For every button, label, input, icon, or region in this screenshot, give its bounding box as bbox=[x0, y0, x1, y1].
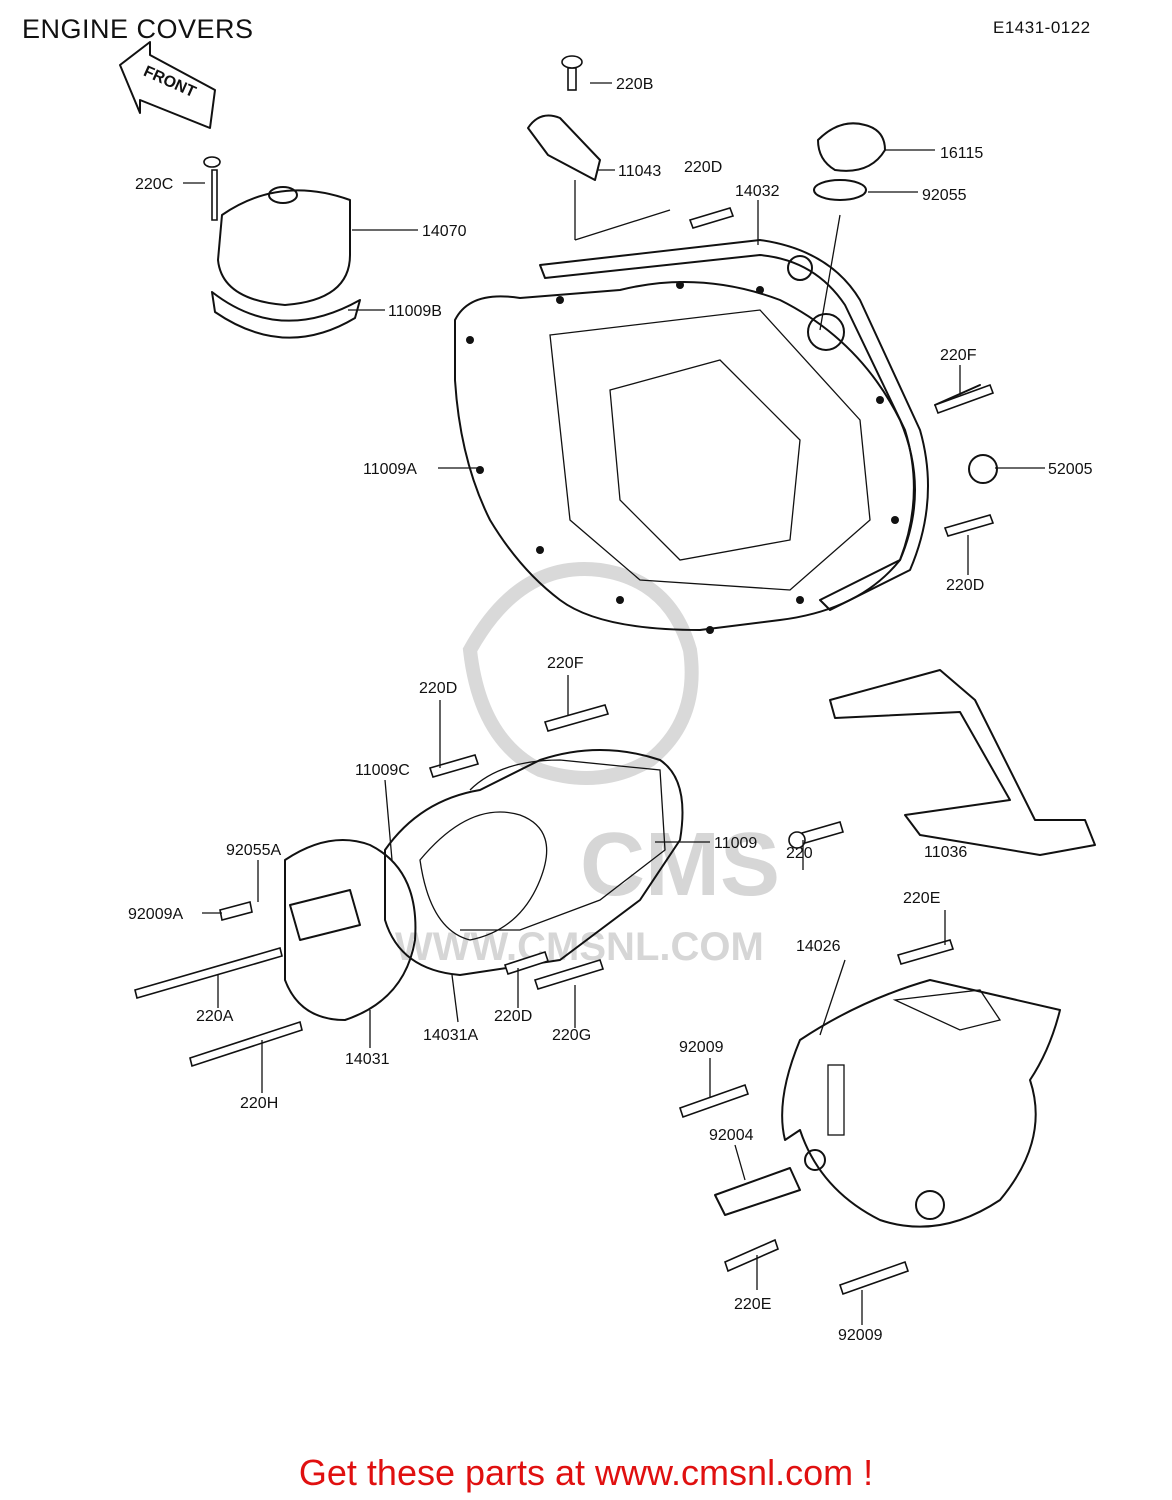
sprocket-cover-14026 bbox=[678, 939, 1061, 1296]
callout-11036: 11036 bbox=[924, 844, 967, 861]
callout-11009a: 11009A bbox=[363, 461, 417, 478]
callout-11009c: 11009C bbox=[355, 762, 410, 779]
callout-220f-mid: 220F bbox=[547, 655, 584, 672]
callout-52005: 52005 bbox=[1048, 461, 1093, 478]
callout-92009-mid: 92009 bbox=[679, 1039, 724, 1056]
callout-220d-mid: 220D bbox=[419, 680, 457, 697]
callout-labels: 220B 11043 220C 14070 11009B 220D 14032 … bbox=[128, 76, 1093, 1344]
callout-14032: 14032 bbox=[735, 183, 780, 200]
watermark-logo-text: CMS bbox=[580, 815, 780, 915]
callout-92055: 92055 bbox=[922, 187, 967, 204]
cover-cap-14070 bbox=[203, 156, 361, 339]
front-arrow: FRONT bbox=[119, 41, 216, 129]
callout-14031a: 14031A bbox=[423, 1027, 478, 1044]
callout-92055a: 92055A bbox=[226, 842, 281, 859]
callout-220d-top: 220D bbox=[684, 159, 722, 176]
callout-14070: 14070 bbox=[422, 223, 467, 240]
callout-11043: 11043 bbox=[618, 163, 661, 180]
callout-16115: 16115 bbox=[940, 145, 983, 162]
callout-11009: 11009 bbox=[714, 835, 757, 852]
callout-220e-top: 220E bbox=[903, 890, 940, 907]
leader-lines bbox=[183, 82, 1045, 1325]
cta-link[interactable]: Get these parts at www.cmsnl.com ! bbox=[298, 1452, 874, 1493]
watermark: CMS WWW.CMSNL.COM bbox=[395, 562, 780, 969]
callout-92009-bottom: 92009 bbox=[838, 1327, 883, 1344]
front-arrow-label: FRONT bbox=[141, 63, 198, 101]
filler-cap-16115 bbox=[813, 122, 886, 331]
callout-220e-bottom: 220E bbox=[734, 1296, 771, 1313]
page-title: ENGINE COVERS bbox=[22, 14, 254, 44]
callout-220: 220 bbox=[786, 845, 813, 862]
callout-220c: 220C bbox=[135, 176, 173, 193]
callout-220d-right: 220D bbox=[946, 577, 984, 594]
callout-92009a: 92009A bbox=[128, 906, 183, 923]
diagram-ref-code: E1431-0122 bbox=[993, 18, 1091, 37]
callout-11009b: 11009B bbox=[388, 303, 442, 320]
callout-220g: 220G bbox=[552, 1027, 591, 1044]
bracket-11043 bbox=[527, 55, 671, 241]
clutch-cover-14032 bbox=[454, 207, 998, 634]
callout-220h: 220H bbox=[240, 1095, 278, 1112]
callout-220a: 220A bbox=[196, 1008, 234, 1025]
callout-220b: 220B bbox=[616, 76, 653, 93]
watermark-url: WWW.CMSNL.COM bbox=[395, 925, 764, 969]
callout-14031: 14031 bbox=[345, 1051, 390, 1068]
plate-11036 bbox=[788, 669, 1096, 856]
callout-220d-low: 220D bbox=[494, 1008, 532, 1025]
generator-cover-14031 bbox=[134, 704, 684, 1068]
callout-220f-right: 220F bbox=[940, 347, 977, 364]
callout-92004: 92004 bbox=[709, 1127, 754, 1144]
callout-14026: 14026 bbox=[796, 938, 841, 955]
